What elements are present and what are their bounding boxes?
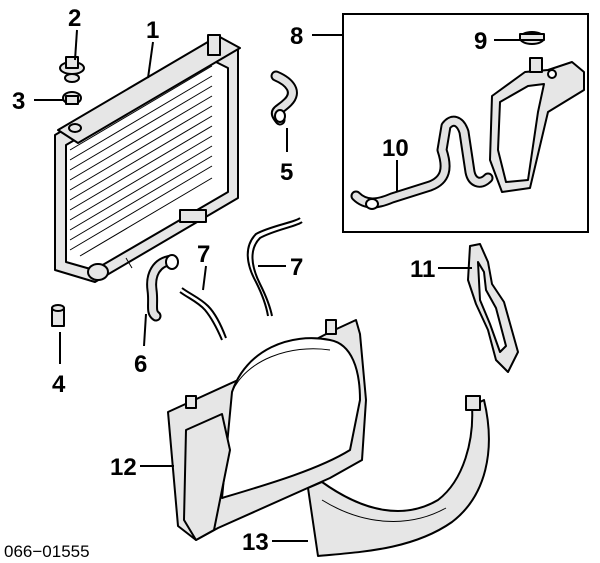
leader-lines bbox=[34, 29, 520, 542]
callout-7b: 7 bbox=[290, 254, 303, 281]
fan-shroud bbox=[167, 319, 367, 541]
callout-3: 3 bbox=[12, 88, 25, 115]
callout-6: 6 bbox=[134, 351, 147, 378]
upper-radiator-hose bbox=[270, 70, 298, 126]
callout-8: 8 bbox=[290, 23, 303, 50]
reservoir-tank bbox=[489, 57, 585, 193]
radiator bbox=[54, 34, 241, 283]
filler-neck-seal bbox=[62, 91, 82, 105]
reservoir-cap bbox=[519, 31, 545, 45]
callout-4: 4 bbox=[52, 371, 66, 398]
callout-13: 13 bbox=[242, 529, 269, 556]
reservoir-inset-frame bbox=[342, 13, 589, 233]
callout-2: 2 bbox=[68, 5, 81, 32]
callout-9: 9 bbox=[474, 28, 487, 55]
reservoir-hose bbox=[350, 115, 494, 210]
callout-7a: 7 bbox=[197, 241, 210, 268]
callout-12: 12 bbox=[110, 454, 137, 481]
callout-1: 1 bbox=[146, 17, 159, 44]
callout-10: 10 bbox=[382, 135, 409, 162]
lower-radiator-hose bbox=[146, 254, 179, 322]
lower-fan-shroud bbox=[307, 395, 490, 557]
radiator-cap bbox=[59, 56, 85, 83]
coolant-hose-a bbox=[179, 287, 227, 341]
coolant-hose-b bbox=[246, 217, 303, 317]
diagram-code: 066−01555 bbox=[4, 542, 90, 561]
callout-11: 11 bbox=[410, 256, 435, 283]
callout-5: 5 bbox=[280, 159, 293, 186]
radiator-bracket bbox=[467, 243, 519, 373]
drain-plug bbox=[51, 304, 65, 327]
